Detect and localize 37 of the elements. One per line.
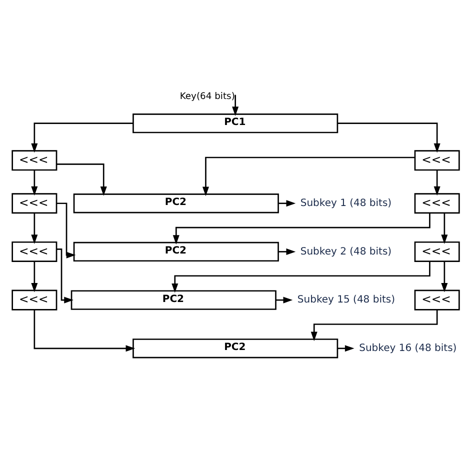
- arrow: [30, 122, 133, 152]
- node-box: <<<: [414, 192, 460, 214]
- arrow: [30, 261, 38, 292]
- arrow: [30, 170, 38, 196]
- edge-label: Key(64 bits): [179, 90, 234, 102]
- arrow: [440, 212, 448, 244]
- node-box: <<<: [414, 150, 460, 170]
- arrow: [56, 248, 73, 303]
- arrow: [30, 212, 38, 244]
- arrow: [33, 309, 135, 352]
- node-box: PC2: [132, 338, 338, 358]
- node-text: Subkey 16 (48 bits): [358, 342, 456, 354]
- arrow: [336, 344, 354, 352]
- arrow: [232, 95, 238, 116]
- node-box: PC1: [132, 113, 338, 133]
- node-box: <<<: [414, 289, 460, 310]
- arrow: [56, 163, 106, 196]
- arrow: [278, 200, 296, 206]
- arrow: [337, 122, 440, 152]
- node-box: <<<: [414, 240, 460, 262]
- arrow: [278, 248, 296, 254]
- node-box: <<<: [11, 192, 57, 214]
- node-box: <<<: [11, 150, 57, 170]
- node-box: <<<: [11, 240, 57, 262]
- node-text: Subkey 15 (48 bits): [296, 294, 395, 306]
- node-box: PC2: [70, 290, 276, 310]
- arrow: [202, 156, 414, 196]
- node-text: Subkey 1 (48 bits): [300, 197, 392, 208]
- arrow: [56, 202, 76, 258]
- node-box: PC2: [72, 193, 278, 213]
- arrow: [172, 212, 430, 244]
- arrow: [433, 170, 440, 196]
- node-box: PC2: [72, 241, 278, 262]
- node-text: Subkey 2 (48 bits): [300, 246, 392, 257]
- node-box: <<<: [11, 289, 57, 310]
- arrow: [440, 261, 448, 292]
- arrow: [171, 261, 430, 292]
